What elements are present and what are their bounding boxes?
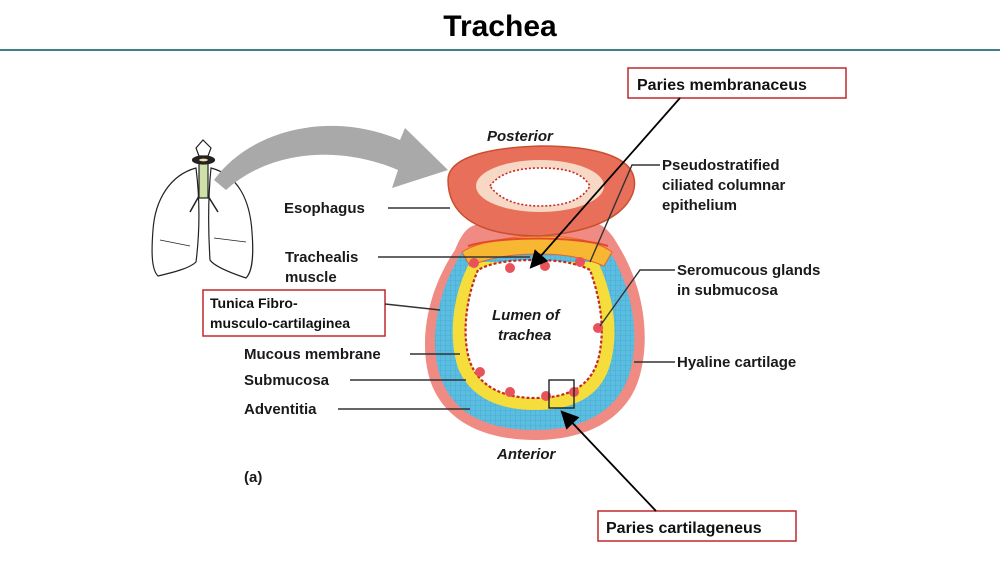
trachealis-label-1: Trachealis xyxy=(285,249,358,266)
lumen xyxy=(464,258,603,400)
paries-membranaceus-box xyxy=(627,67,847,99)
detail-box xyxy=(548,379,575,409)
adventitia-label: Adventitia xyxy=(244,401,317,418)
pseudostratified-label-2: ciliated columnar xyxy=(662,177,786,194)
pseudostratified-label-3: epithelium xyxy=(662,197,737,214)
pseudostratified-label-1: Pseudostratified xyxy=(662,157,780,174)
hyaline-cartilage-label: Hyaline cartilage xyxy=(677,354,796,371)
seromucous-label-1: Seromucous glands xyxy=(677,262,820,279)
figure-label: (a) xyxy=(244,469,262,486)
page-title: Trachea xyxy=(443,10,557,43)
lumen-label-2: trachea xyxy=(498,327,551,344)
seromucous-label-2: in submucosa xyxy=(677,282,779,299)
mucous-membrane-label: Mucous membrane xyxy=(244,346,381,363)
paries-cartilageneus-label: Paries cartilageneus xyxy=(606,520,762,537)
lumen-label-1: Lumen of xyxy=(492,307,561,324)
posterior-label: Posterior xyxy=(487,128,554,145)
anterior-label: Anterior xyxy=(496,446,557,463)
curved-arrow-icon xyxy=(214,125,448,190)
tunica-label-2: musculo-cartilaginea xyxy=(210,315,350,331)
tunica-box xyxy=(202,289,386,337)
trachealis-label-2: muscle xyxy=(285,269,337,286)
paries-cartilageneus-box xyxy=(597,510,797,542)
paries-membranaceus-label: Paries membranaceus xyxy=(637,77,807,94)
tunica-label-1: Tunica Fibro- xyxy=(210,295,298,311)
esophagus-label: Esophagus xyxy=(284,200,365,217)
title-divider xyxy=(0,49,1000,51)
lungs-trachea-icon xyxy=(151,139,254,279)
esophagus xyxy=(447,145,636,237)
submucosa-label: Submucosa xyxy=(244,372,330,389)
